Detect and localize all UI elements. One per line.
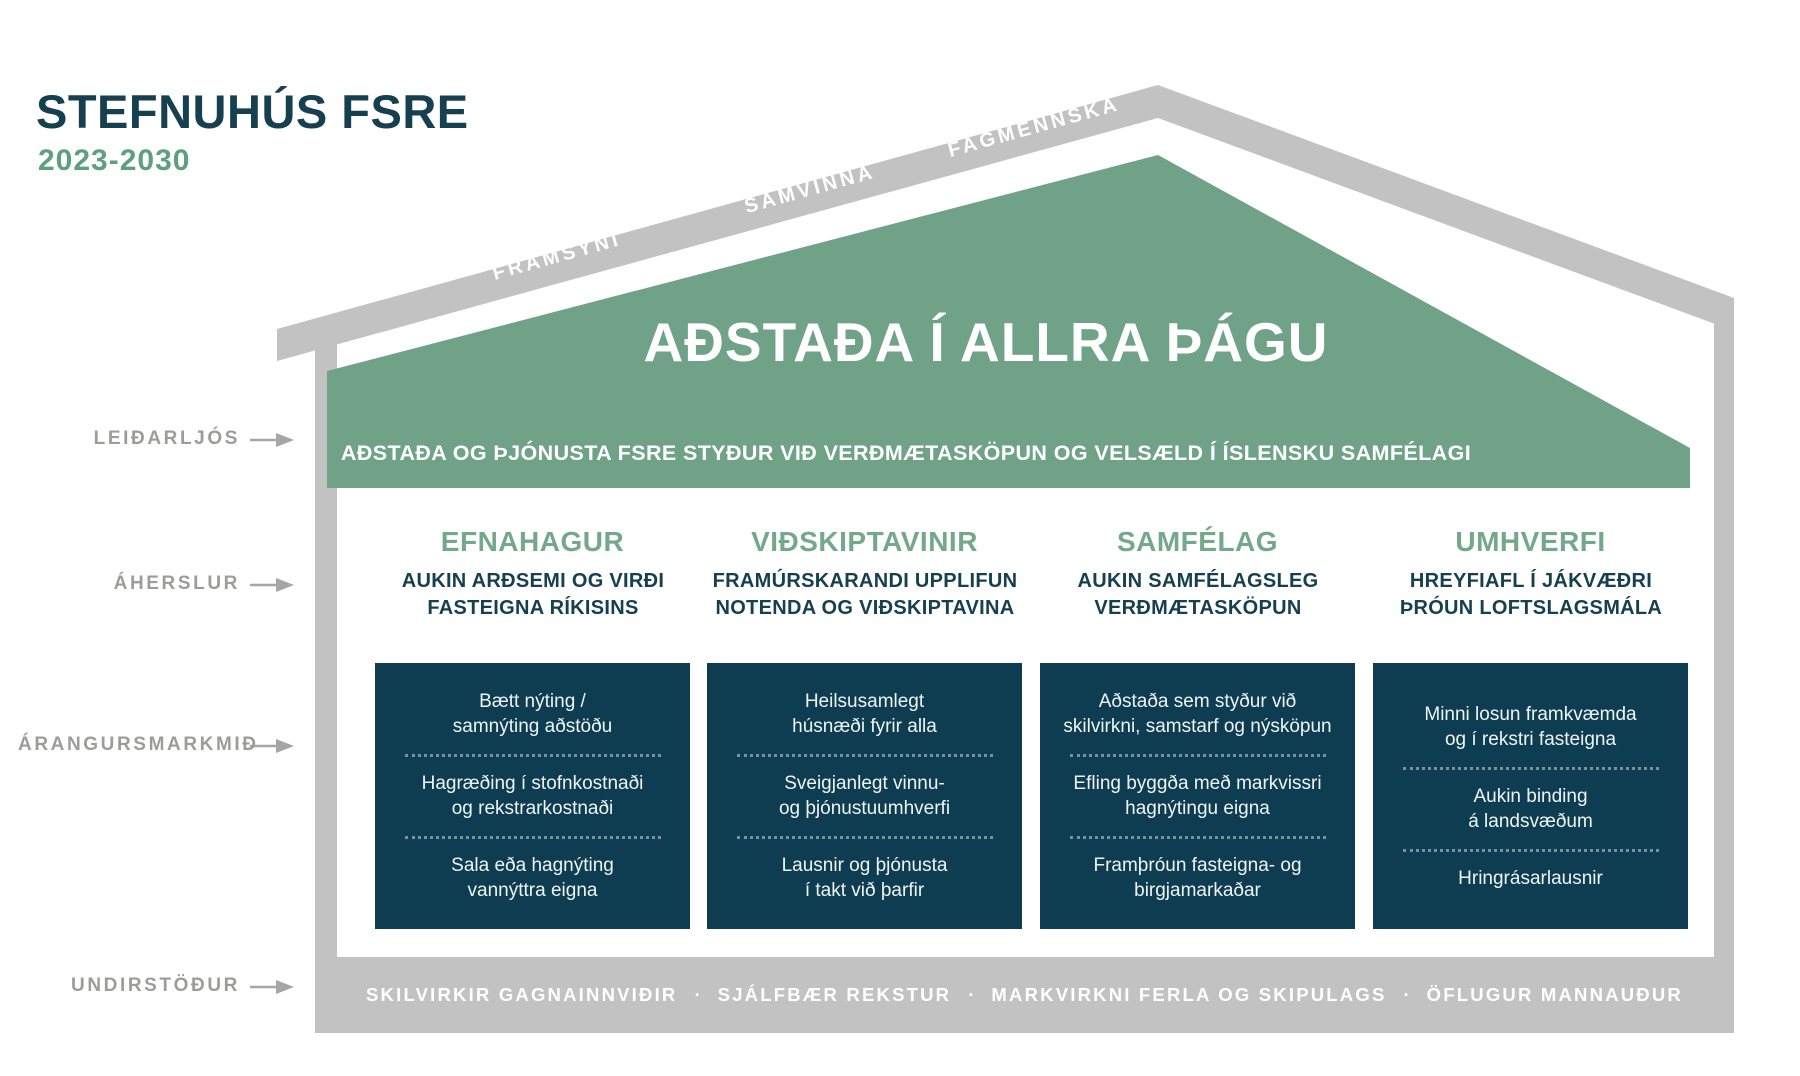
dotted-divider [736, 754, 993, 757]
goal-item: Heilsusamlegt húsnæði fyrir alla [792, 691, 937, 737]
goal-item: Efling byggða með markvissri hagnýtingu … [1073, 773, 1322, 819]
period-label: 2023-2030 [38, 144, 191, 177]
goal-item: Sala eða hagnýting vannýttra eigna [451, 855, 614, 901]
dotted-divider [404, 836, 661, 839]
goal-item: Sveigjanlegt vinnu- og þjónustuumhverfi [778, 773, 951, 819]
goal-box: Bætt nýting / samnýting aðstöðu Hagræðin… [375, 663, 690, 929]
dotted-divider [1402, 766, 1659, 770]
goal-box: Aðstaða sem styður við skilvirkni, samst… [1040, 663, 1355, 929]
dotted-divider [1402, 848, 1659, 852]
roof-band-right [1158, 85, 1734, 331]
arrow-right-icon [250, 980, 294, 994]
dotted-divider [404, 754, 661, 757]
row-label-leidarljos: LEIÐARLJÓS [93, 428, 240, 449]
foundation-item: MARKVIRKNI FERLA OG SKIPULAGS [991, 984, 1387, 1005]
goal-item: Hringrásarlausnir [1458, 867, 1603, 889]
pillar-title: UMHVERFI [1455, 526, 1606, 557]
right-wall [1714, 305, 1734, 1033]
goal-box: Heilsusamlegt húsnæði fyrir alla Sveigja… [707, 663, 1022, 929]
arrow-right-icon [250, 433, 294, 447]
dotted-divider [736, 836, 993, 839]
foundation-separator: · [968, 984, 975, 1005]
pillar-subtitle: HREYFIAFL Í JÁKVÆÐRI ÞRÓUN LOFTSLAGSMÁLA [1399, 570, 1663, 619]
pillar-title: SAMFÉLAG [1116, 526, 1279, 557]
dotted-divider [1069, 754, 1326, 757]
goal-item: Hagræðing í stofnkostnaði og rekstrarkos… [421, 773, 644, 819]
arrow-right-icon [250, 578, 294, 592]
foundation-item: SKILVIRKIR GAGNAINNVIÐIR [366, 984, 678, 1005]
arrow-right-icon [250, 739, 294, 753]
vision-subtitle: AÐSTAÐA OG ÞJÓNUSTA FSRE STYÐUR VIÐ VERÐ… [340, 441, 1472, 465]
pillar-title: VIÐSKIPTAVINIR [751, 526, 978, 557]
row-label-aherslur: ÁHERSLUR [113, 573, 240, 594]
roof-band-left [277, 85, 1158, 361]
goal-item: Framþróun fasteigna- og birgjamarkaðar [1093, 855, 1302, 901]
pillar-subtitle: FRAMÚRSKARANDI UPPLIFUN NOTENDA OG VIÐSK… [712, 570, 1018, 619]
green-roof-shape [327, 155, 1690, 488]
pillar-title: EFNAHAGUR [440, 526, 625, 557]
goal-box: Minni losun framkvæmda og í rekstri fast… [1373, 663, 1688, 929]
goal-item: Bætt nýting / samnýting aðstöðu [452, 691, 613, 737]
foundation-separator: · [1403, 984, 1410, 1005]
page-title: STEFNUHÚS FSRE [36, 85, 469, 138]
goal-item: Aukin binding á landsvæðum [1468, 785, 1593, 832]
goal-item: Minni losun framkvæmda og í rekstri fast… [1424, 703, 1637, 750]
vision-title: AÐSTAÐA Í ALLRA ÞÁGU [643, 311, 1329, 373]
row-label-undirstodur: UNDIRSTÖÐUR [71, 975, 240, 996]
foundation-item: SJÁLFBÆR REKSTUR [717, 984, 952, 1005]
row-label-arangursmarkmid: ÁRANGURSMARKMIÐ [18, 734, 259, 755]
left-wall [315, 344, 337, 957]
pillar-subtitle: AUKIN SAMFÉLAGSLEG VERÐMÆTASKÖPUN [1077, 570, 1319, 619]
goal-item: Lausnir og þjónusta í takt við þarfir [781, 855, 948, 901]
foundation-bar-shape [315, 957, 1734, 1033]
foundation-separator: · [694, 984, 701, 1005]
pillar-subtitle: AUKIN ARÐSEMI OG VIRÐI FASTEIGNA RÍKISIN… [401, 570, 665, 619]
goal-item: Aðstaða sem styður við skilvirkni, samst… [1063, 691, 1332, 737]
foundation-item: ÖFLUGUR MANNAUÐUR [1426, 984, 1683, 1005]
foundation-bar: SKILVIRKIR GAGNAINNVIÐIR · SJÁLFBÆR REKS… [315, 957, 1734, 1033]
dotted-divider [1069, 836, 1326, 839]
